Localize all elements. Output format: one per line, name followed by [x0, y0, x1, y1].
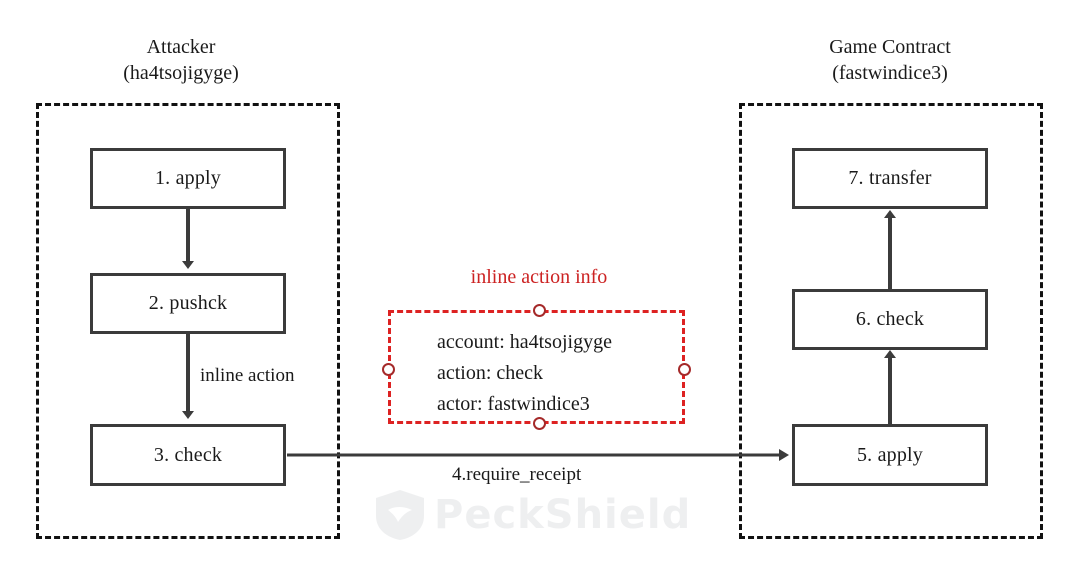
shield-icon [376, 490, 424, 540]
attacker-title-main: Attacker [146, 36, 216, 58]
watermark-text: PeckShield [434, 492, 692, 538]
box-5-apply[interactable]: 5. apply [792, 424, 988, 486]
attacker-boundary [36, 103, 340, 539]
attacker-group-title: Attacker (ha4tsojigyge) [96, 34, 266, 86]
callout-handle-right[interactable] [678, 363, 691, 376]
game-contract-group-title: Game Contract (fastwindice3) [800, 34, 980, 86]
attacker-title-sub: (ha4tsojigyge) [123, 62, 239, 84]
callout-line-action: action: check [437, 362, 544, 384]
callout-handle-bottom[interactable] [533, 417, 546, 430]
edge-label-inline-action: inline action [200, 365, 295, 386]
game-contract-title-main: Game Contract [829, 36, 951, 58]
box-6-check[interactable]: 6. check [792, 289, 988, 350]
callout-handle-top[interactable] [533, 304, 546, 317]
callout-title: inline action info [470, 266, 608, 288]
box-1-apply[interactable]: 1. apply [90, 148, 286, 209]
game-contract-title-sub: (fastwindice3) [832, 62, 948, 84]
box-7-transfer[interactable]: 7. transfer [792, 148, 988, 209]
box-3-check[interactable]: 3. check [90, 424, 286, 486]
callout-line-actor: actor: fastwindice3 [437, 393, 590, 415]
game-contract-boundary [739, 103, 1043, 539]
callout-content: account: ha4tsojigyge action: check acto… [437, 327, 612, 420]
edge-label-require-receipt: 4.require_receipt [452, 464, 582, 485]
callout-line-account: account: ha4tsojigyge [437, 331, 612, 353]
box-2-pushck[interactable]: 2. pushck [90, 273, 286, 334]
callout-box[interactable] [382, 304, 691, 430]
callout-handle-left[interactable] [382, 363, 395, 376]
peckshield-watermark: PeckShield [374, 487, 694, 543]
